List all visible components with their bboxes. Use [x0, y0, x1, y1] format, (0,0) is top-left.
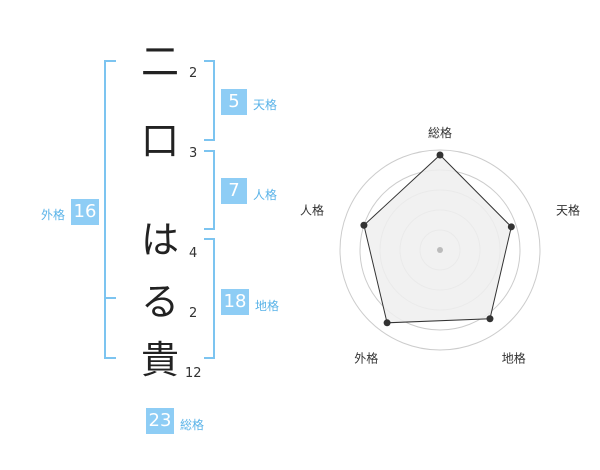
gaikaku-value: 16 — [71, 199, 99, 225]
radar-label-gaikaku: 外格 — [354, 351, 378, 366]
chikaku-value: 18 — [221, 289, 249, 315]
name-char-4: る — [140, 280, 179, 324]
jinkaku-label: 人格 — [253, 188, 278, 202]
jinkaku-bracket — [204, 150, 215, 230]
chikaku-label: 地格 — [255, 299, 280, 313]
gaikaku-bracket — [104, 60, 116, 359]
radar-points — [360, 151, 515, 327]
radar-point — [383, 319, 391, 327]
radar-chart: 総格 天格 地格 外格 人格 — [300, 125, 580, 366]
name-char-2: 口 — [140, 119, 179, 163]
stroke-count-3: 4 — [189, 246, 198, 261]
name-char-3: は — [140, 218, 179, 262]
stroke-count-1: 2 — [189, 66, 198, 81]
radar-center-dot — [437, 247, 443, 253]
name-char-1: 二 — [140, 40, 179, 84]
soukaku-label: 総格 — [180, 418, 205, 432]
radar-shape — [363, 154, 512, 324]
stroke-count-5: 12 — [185, 366, 202, 381]
tenkaku-bracket — [204, 60, 215, 141]
soukaku-value: 23 — [146, 408, 174, 434]
stroke-count-4: 2 — [189, 306, 198, 321]
radar-grid-ring — [339, 149, 541, 351]
tenkaku-label: 天格 — [253, 98, 278, 112]
chikaku-bracket — [204, 238, 215, 359]
stroke-count-2: 3 — [189, 146, 198, 161]
radar-point — [507, 223, 515, 231]
radar-label-tenkaku: 天格 — [556, 202, 580, 217]
radar-labels: 総格 天格 地格 外格 人格 — [300, 125, 580, 366]
jinkaku-value: 7 — [221, 178, 247, 204]
radar-label-soukaku: 総格 — [428, 125, 452, 140]
radar-point — [486, 315, 494, 323]
radar-point — [360, 221, 368, 229]
radar-point — [436, 151, 444, 159]
gaikaku-label: 外格 — [41, 208, 66, 222]
radar-label-chikaku: 地格 — [502, 351, 526, 366]
radar-label-jinkaku: 人格 — [300, 202, 324, 217]
name-char-5: 貴 — [140, 338, 179, 382]
tenkaku-value: 5 — [221, 89, 247, 115]
